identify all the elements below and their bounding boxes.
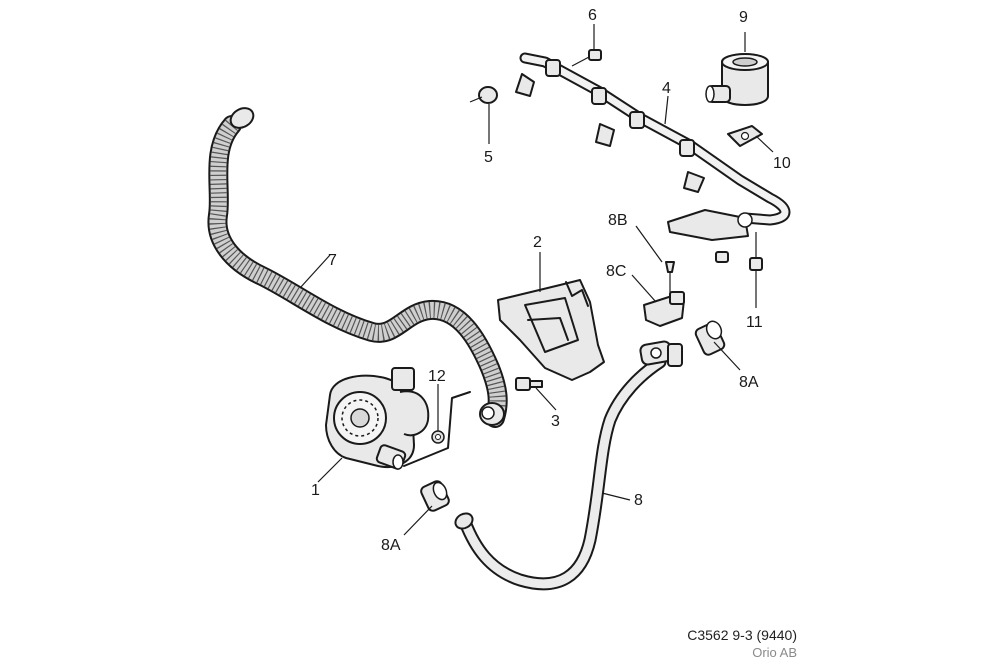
callout-1: 1 xyxy=(311,482,320,499)
bolt-long xyxy=(749,232,763,271)
callout-9: 9 xyxy=(739,9,748,26)
bolt xyxy=(515,377,543,391)
corrugated-hose xyxy=(207,107,508,428)
mounting-bracket xyxy=(497,279,605,381)
callout-labels: 1 2 3 4 5 6 7 8 8A 8A 8B 8C 9 10 11 12 xyxy=(311,7,791,554)
callout-8a-upper: 8A xyxy=(739,374,759,391)
callout-7: 7 xyxy=(328,252,337,269)
pressure-sensor xyxy=(643,291,685,327)
callout-8c: 8C xyxy=(606,263,626,280)
leader-lines xyxy=(299,24,774,536)
callout-8: 8 xyxy=(634,492,643,509)
diagram-footer: C3562 9-3 (9440) Orio AB xyxy=(687,627,797,661)
callout-4: 4 xyxy=(662,80,671,97)
air-pipe xyxy=(454,340,683,591)
callout-8b: 8B xyxy=(608,212,628,229)
air-pump xyxy=(325,367,471,470)
check-valve xyxy=(705,53,769,106)
callout-8a-lower: 8A xyxy=(381,537,401,554)
copyright-label: Orio AB xyxy=(752,645,797,660)
drawing-code: C3562 9-3 (9440) xyxy=(687,627,797,643)
plug xyxy=(469,86,498,104)
nut xyxy=(431,430,445,444)
callout-12: 12 xyxy=(428,368,446,385)
callout-3: 3 xyxy=(551,413,560,430)
callout-10: 10 xyxy=(773,155,791,172)
callout-11: 11 xyxy=(746,314,763,331)
screw xyxy=(571,49,602,67)
clip-fitting xyxy=(665,251,729,300)
callout-6: 6 xyxy=(588,7,597,24)
gasket xyxy=(727,125,763,147)
pipe-rail xyxy=(515,52,791,241)
callout-5: 5 xyxy=(484,149,493,166)
grommet-cap-upper xyxy=(694,320,726,356)
callout-2: 2 xyxy=(533,234,542,251)
grommet-cap-lower xyxy=(420,480,450,512)
